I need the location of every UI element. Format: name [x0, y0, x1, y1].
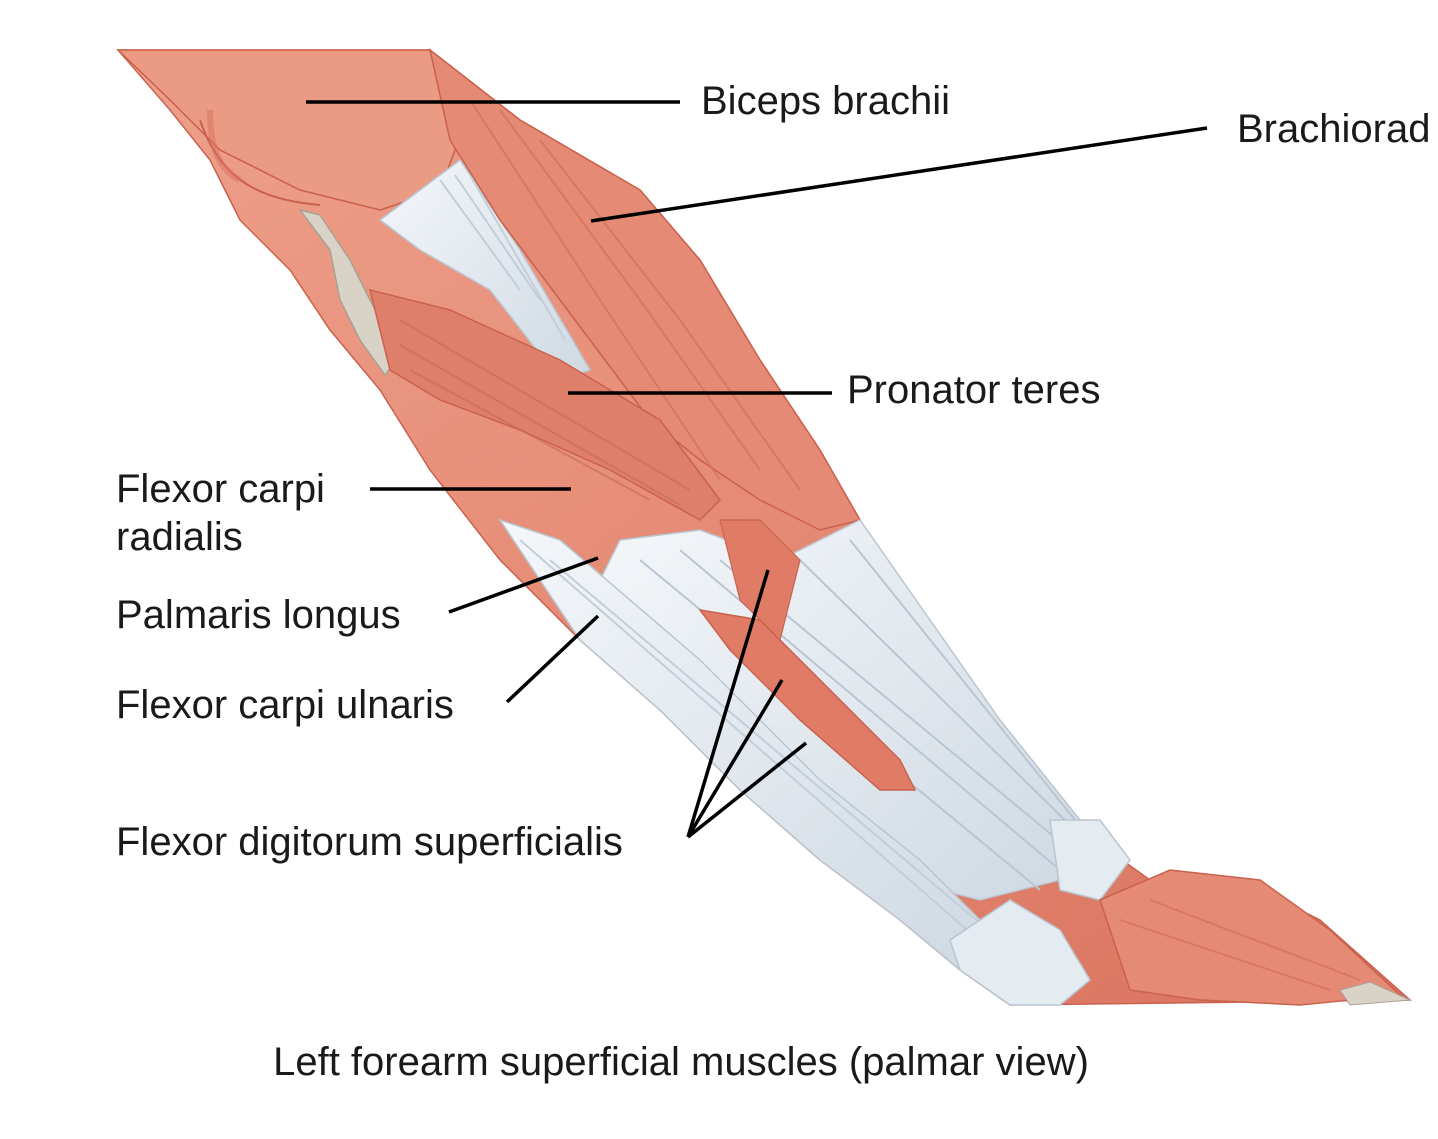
wrist-retinaculum — [949, 899, 1091, 1006]
leader-flexor-carpi-ulnaris — [505, 614, 600, 704]
leader-brachioradialis — [590, 126, 1208, 223]
leader-fds-2 — [686, 679, 784, 838]
figure-caption: Left forearm superficial muscles (palmar… — [273, 1040, 1089, 1084]
leader-palmaris-longus — [448, 556, 599, 614]
flexor-digitorum-belly — [698, 608, 917, 791]
label-flexor-carpi-ulnaris: Flexor carpi ulnaris — [116, 683, 454, 727]
leader-lines — [306, 100, 1208, 839]
brachioradialis-muscle — [428, 48, 862, 531]
leader-fds-3 — [686, 741, 808, 839]
label-brachioradialis: Brachiorad — [1237, 107, 1431, 151]
label-pronator-teres: Pronator teres — [847, 368, 1101, 412]
label-flexor-carpi-radialis-2: radialis — [116, 515, 243, 559]
leader-fds-1 — [686, 569, 770, 838]
label-biceps-brachii: Biceps brachii — [701, 79, 951, 123]
label-flexor-carpi-radialis-1: Flexor carpi — [116, 467, 325, 511]
biceps-muscle — [116, 49, 471, 211]
label-palmaris-longus: Palmaris longus — [116, 593, 401, 637]
label-flexor-digitorum-superficialis: Flexor digitorum superficialis — [116, 820, 623, 864]
